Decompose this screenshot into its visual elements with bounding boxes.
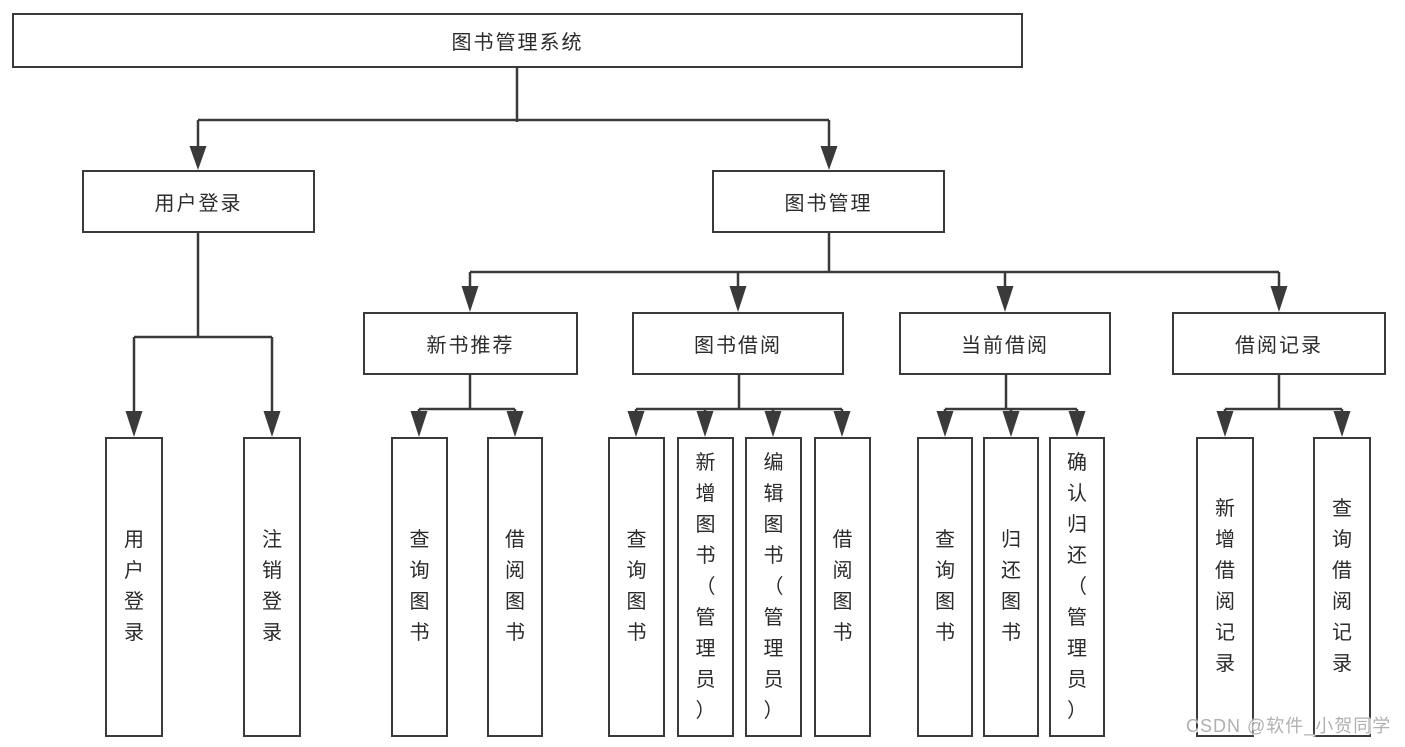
node-library-management-system: 图书管理系统 xyxy=(12,13,1023,68)
node-current-borrowing: 当前借阅 xyxy=(899,312,1111,375)
leaf-query-books-recommend-label: 查询图书 xyxy=(409,529,430,644)
leaf-query-books-borrowing-label: 查询图书 xyxy=(626,529,647,644)
leaf-logout-label: 注销登录 xyxy=(262,529,282,644)
leaf-borrow-books-recommend: 借阅图书 xyxy=(487,437,543,737)
leaf-confirm-return-admin-label: 确认归还（管理员） xyxy=(1067,451,1087,722)
node-book-borrowing-label: 图书借阅 xyxy=(694,335,782,357)
node-book-management: 图书管理 xyxy=(712,170,945,233)
leaf-borrow-books-borrowing: 借阅图书 xyxy=(814,437,871,737)
node-user-login-label: 用户登录 xyxy=(154,193,243,215)
node-new-book-recommendation: 新书推荐 xyxy=(363,312,578,375)
leaf-user-login: 用户登录 xyxy=(105,437,163,737)
leaf-edit-books-admin: 编辑图书（管理员） xyxy=(745,437,802,737)
node-user-login: 用户登录 xyxy=(82,170,315,233)
node-borrowing-records-label: 借阅记录 xyxy=(1235,335,1323,357)
leaf-query-books-borrowing: 查询图书 xyxy=(608,437,665,737)
node-new-book-recommendation-label: 新书推荐 xyxy=(426,335,515,357)
leaf-add-books-admin: 新增图书（管理员） xyxy=(677,437,734,737)
leaf-query-borrow-record-label: 查询借阅记录 xyxy=(1332,498,1352,675)
leaf-return-books-label: 归还图书 xyxy=(1001,529,1021,644)
leaf-edit-books-admin-label: 编辑图书（管理员） xyxy=(763,451,784,722)
node-book-management-label: 图书管理 xyxy=(784,193,873,215)
leaf-user-login-label: 用户登录 xyxy=(124,529,144,644)
leaf-logout: 注销登录 xyxy=(243,437,301,737)
node-book-borrowing: 图书借阅 xyxy=(632,312,844,375)
leaf-query-borrow-record: 查询借阅记录 xyxy=(1313,437,1371,737)
leaf-add-borrow-record: 新增借阅记录 xyxy=(1196,437,1254,737)
arrowheads xyxy=(125,146,1351,437)
node-current-borrowing-label: 当前借阅 xyxy=(961,335,1049,357)
node-borrowing-records: 借阅记录 xyxy=(1172,312,1386,375)
leaf-add-borrow-record-label: 新增借阅记录 xyxy=(1215,498,1235,675)
leaf-add-books-admin-label: 新增图书（管理员） xyxy=(695,451,716,722)
leaf-query-books-current: 查询图书 xyxy=(917,437,973,737)
leaf-return-books: 归还图书 xyxy=(983,437,1039,737)
leaf-query-books-recommend: 查询图书 xyxy=(391,437,448,737)
csdn-watermark: CSDN @软件_小贺同学 xyxy=(1186,716,1392,736)
leaf-query-books-current-label: 查询图书 xyxy=(935,529,955,644)
leaf-borrow-books-borrowing-label: 借阅图书 xyxy=(832,529,853,644)
leaf-confirm-return-admin: 确认归还（管理员） xyxy=(1049,437,1105,737)
node-library-management-system-label: 图书管理系统 xyxy=(451,32,584,54)
leaf-borrow-books-recommend-label: 借阅图书 xyxy=(505,529,525,644)
